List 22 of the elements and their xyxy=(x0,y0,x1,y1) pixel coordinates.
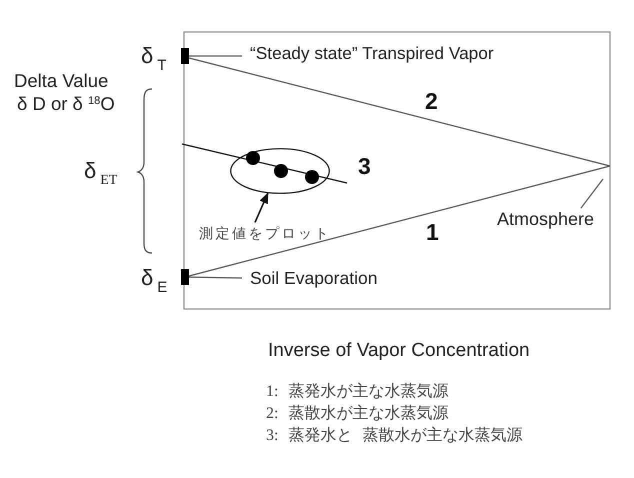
annotation-text: Atmosphere xyxy=(497,209,594,230)
leader-line xyxy=(189,55,242,57)
mixing-line xyxy=(188,57,610,167)
note-text: 3: 蒸発水と 蒸散水が主な水蒸気源 xyxy=(266,426,522,446)
leader-line xyxy=(188,276,242,279)
leader-line xyxy=(580,178,604,209)
note-text: 2: 蒸散水が主な水蒸気源 xyxy=(266,404,448,424)
axis-label: Delta Value xyxy=(14,70,108,92)
annotation-text: Soil Evaporation xyxy=(250,268,378,288)
note-text: 1: 蒸発水が主な水蒸気源 xyxy=(266,382,448,402)
axis-label: δ D or δ $^{18}$O xyxy=(17,93,115,114)
symbol-label: δ$_{T}$ xyxy=(141,42,166,76)
ellipse-outline xyxy=(230,148,330,194)
symbol-label: δ$_{ET}$ xyxy=(84,157,118,190)
marker-bar xyxy=(181,269,189,285)
axis-label: Inverse of Vapor Concentration xyxy=(268,340,530,362)
arrow xyxy=(254,192,269,223)
symbol-label: δ$_{E}$ xyxy=(141,264,168,298)
annotation-text: 測定値をプロット xyxy=(199,227,331,244)
marker-bar xyxy=(181,48,189,64)
mixing-line xyxy=(188,165,610,277)
annotation-text: “Steady state” Transpired Vapor xyxy=(250,44,494,64)
